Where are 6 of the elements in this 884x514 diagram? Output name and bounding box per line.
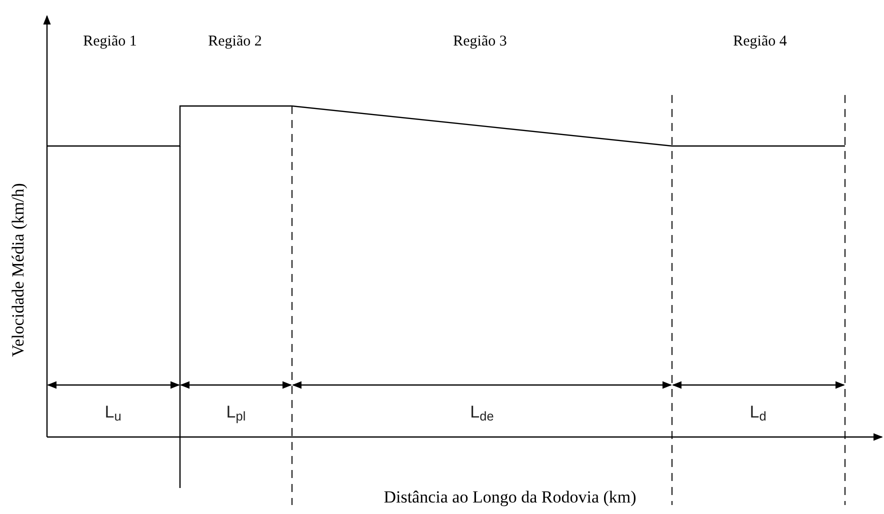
axis-title: Velocidade Média (km/h): [10, 183, 26, 357]
axis-title: Distância ao Longo da Rodovia (km): [382, 488, 638, 506]
region-label: Região 2: [206, 34, 264, 50]
region-label: Região 1: [81, 34, 139, 50]
region-label: Região 4: [731, 34, 789, 50]
region-label: Região 3: [451, 34, 509, 50]
